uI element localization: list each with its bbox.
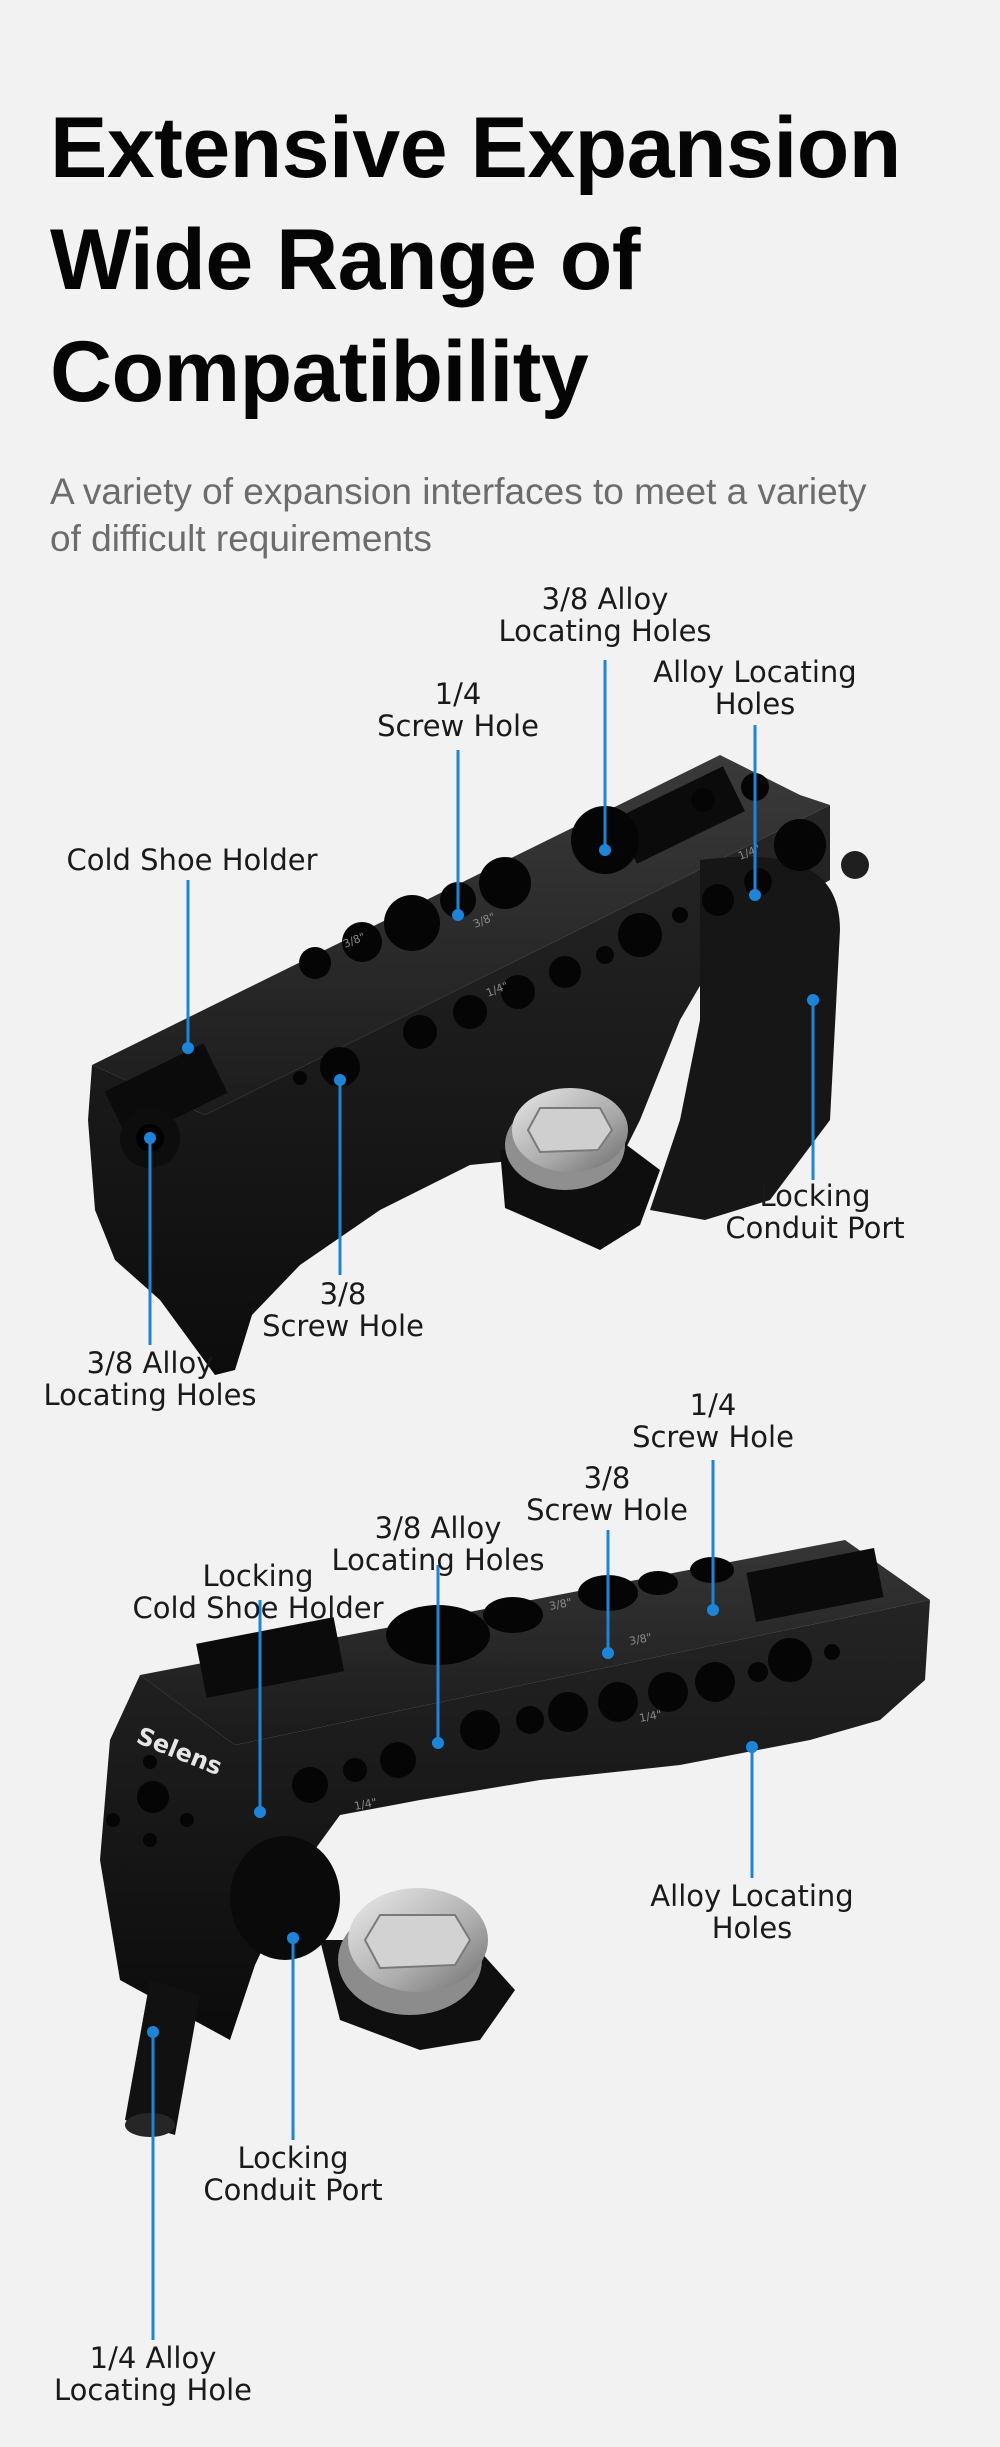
label-bottom-alloy-holes: 3/8 Alloy Locating Holes (331, 1511, 545, 1577)
label-bottom-screw-quarter: 1/4 Screw Hole (632, 1388, 794, 1454)
subtitle-line-2: of difficult requirements (50, 518, 432, 559)
label-top-alloy-holes: 3/8 Alloy Locating Holes (498, 582, 712, 648)
headline-line-1: Extensive Expansion (50, 100, 901, 196)
top-handle-side-knob (841, 851, 869, 879)
bottom-handle-engraving-1: 3/8" (548, 1596, 573, 1613)
bottom-handle-rod (125, 1980, 200, 2135)
bottom-handle-engraving-4: 1/4" (638, 1708, 663, 1725)
headline: Extensive Expansion Wide Range of Compat… (50, 92, 970, 428)
label-bottom-locking-conduit: Locking Conduit Port (203, 2141, 383, 2207)
label-top-screw-quarter: 1/4 Screw Hole (377, 677, 539, 743)
bottom-handle-cold-shoe-left (196, 1617, 345, 1698)
label-top-screw-three-eighths: 3/8 Screw Hole (262, 1277, 424, 1343)
bottom-handle-conduit-port (230, 1836, 340, 1960)
label-bottom-screw-three-eighths: 3/8 Screw Hole (526, 1461, 688, 1527)
label-top-cold-shoe: Cold Shoe Holder (66, 843, 318, 877)
top-handle-cold-shoe-right (615, 766, 745, 864)
bottom-handle-engraving-3: 1/4" (353, 1796, 378, 1813)
label-top-alloy-locating: Alloy Locating Holes (653, 655, 857, 721)
subtitle-line-1: A variety of expansion interfaces to mee… (50, 471, 867, 512)
top-handle-knob (505, 1088, 628, 1190)
label-bottom-alloy-hole-quarter: 1/4 Alloy Locating Hole (54, 2341, 252, 2407)
bottom-handle-cold-shoe-right (746, 1548, 884, 1622)
label-bottom-alloy-locating: Alloy Locating Holes (650, 1879, 854, 1945)
bottom-handle-illustration: Selens 3/8" 3/8" 1/4" 1/4" (100, 1460, 930, 2340)
headline-line-3: Compatibility (50, 324, 589, 420)
bottom-handle-callouts (147, 1460, 758, 2340)
bottom-handle-end-holes (106, 1755, 194, 1847)
top-handle-grip-arm (650, 856, 840, 1220)
bottom-handle-side-holes (292, 1638, 840, 1803)
label-top-alloy-holes-side: 3/8 Alloy Locating Holes (43, 1346, 257, 1412)
bottom-handle-engraving-2: 3/8" (628, 1631, 653, 1648)
top-handle-side-holes (293, 819, 826, 1087)
bottom-handle-top-face (140, 1540, 930, 1745)
top-handle-figure: 3/8" 3/8" 1/4" 1/4" 3/8 Alloy Locating H… (0, 560, 1000, 1420)
top-handle-callouts (144, 660, 819, 1345)
subtitle: A variety of expansion interfaces to mee… (50, 468, 950, 562)
bottom-handle-knob (338, 1888, 488, 2015)
headline-line-2: Wide Range of (50, 212, 640, 308)
label-top-locking-conduit: Locking Conduit Port (725, 1179, 905, 1245)
label-bottom-locking-cold-shoe: Locking Cold Shoe Holder (132, 1559, 384, 1625)
top-handle-illustration: 3/8" 3/8" 1/4" 1/4" (88, 660, 869, 1375)
bottom-handle-side-face (100, 1600, 930, 2040)
bottom-handle-figure: Selens 3/8" 3/8" 1/4" 1/4" 1/4 Screw Hol… (0, 1389, 1000, 2447)
